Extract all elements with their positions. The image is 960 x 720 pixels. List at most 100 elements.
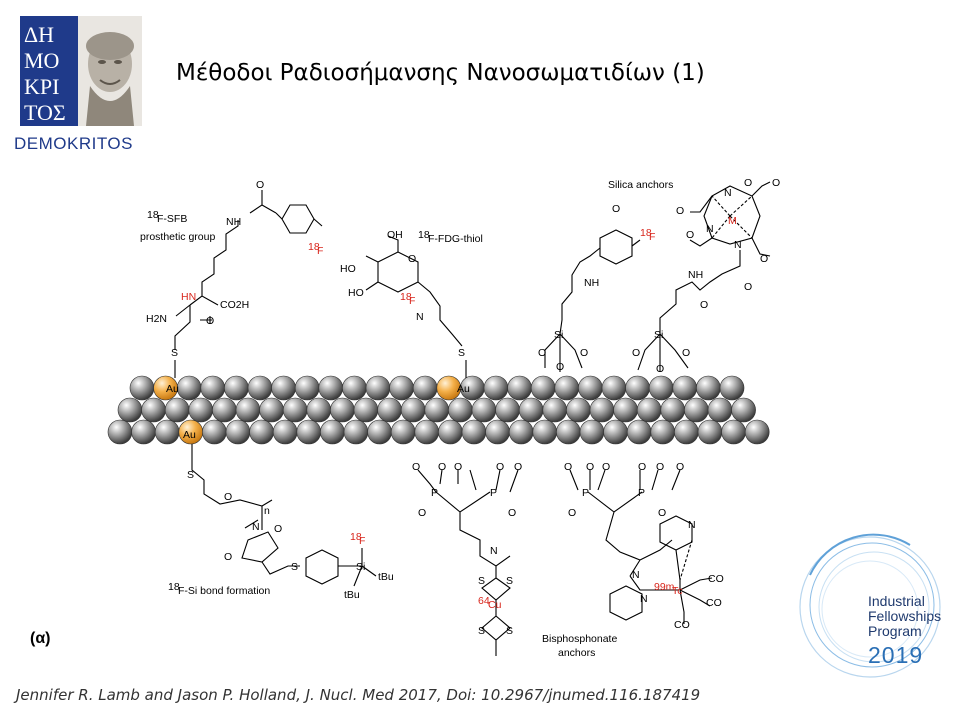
atom-n-pyr1: N	[688, 519, 696, 531]
label-sfb-sup: 18	[147, 209, 159, 221]
atom-o-si2a: O	[632, 347, 640, 359]
surface-atom-sphere	[247, 375, 273, 401]
surface-atom-sphere	[636, 397, 662, 423]
badge-line-1: Industrial	[868, 593, 925, 609]
label-sfb: F-SFB	[157, 213, 187, 225]
surface-atom-sphere	[212, 397, 237, 423]
surface-atom-sphere	[296, 419, 322, 445]
surface-atom-sphere	[414, 419, 440, 445]
surface-atom-sphere	[483, 375, 509, 401]
surface-atom-sphere	[674, 419, 699, 445]
atom-o-mac5: O	[760, 253, 768, 265]
badge-year: 2019	[868, 642, 924, 668]
surface-atom-sphere	[719, 375, 745, 401]
atom-s-sfb: S	[171, 347, 178, 359]
demokritos-logo: ΔΗ ΜΟ ΚΡΙ ΤΟΣ DEMOKRITOS	[14, 16, 146, 156]
badge-line-2: Fellowships	[868, 608, 942, 624]
surface-atom-sphere	[129, 375, 155, 401]
surface-atom-sphere	[306, 397, 332, 423]
atom-ho-fdg2: HO	[348, 287, 364, 299]
atom-p-1: P	[431, 487, 438, 499]
surface-atom-sphere	[660, 397, 686, 423]
scheme-labels: 18 F-SFB prosthetic group NH O 18 F HN C…	[140, 177, 780, 659]
surface-atom-sphere	[200, 375, 226, 401]
atom-n-bp: N	[490, 545, 498, 557]
atom-o-bpr2: O	[586, 461, 594, 473]
surface-atom-sphere	[532, 419, 558, 445]
atom-f-sup-sfb: 18	[308, 241, 320, 253]
badge-text: Industrial Fellowships Program	[868, 594, 958, 639]
surface-atom-sphere	[603, 419, 628, 445]
surface-atom-sphere	[389, 375, 414, 401]
surface-atom-sphere	[107, 419, 133, 445]
badge-line-3: Program	[868, 623, 922, 639]
atom-o-mac2: O	[772, 177, 780, 189]
atom-s-aryl: S	[291, 561, 298, 573]
surface-atom-sphere	[579, 419, 605, 445]
surface-atom-sphere	[461, 419, 487, 445]
atom-f-fdg: F	[409, 295, 415, 307]
svg-text:ΔΗ: ΔΗ	[24, 22, 54, 47]
atom-f-sil: F	[649, 231, 655, 243]
surface-atom-sphere	[448, 397, 473, 423]
atom-si-1: Si	[554, 329, 563, 341]
surface-atom-sphere	[117, 397, 143, 423]
atom-s-cu3: S	[478, 625, 485, 637]
surface-atom-sphere	[744, 419, 770, 445]
label-bisphos2: anchors	[558, 647, 595, 659]
surface-atom-sphere	[235, 397, 261, 423]
atom-s-cu4: S	[506, 625, 513, 637]
atom-n-fdg: N	[416, 311, 424, 323]
atom-o-amide: O	[206, 315, 214, 327]
atom-o-bpr1: O	[564, 461, 572, 473]
label-si-bond: F-Si bond formation	[178, 585, 270, 597]
atom-n-mac1: N	[724, 187, 732, 199]
page-title: Μέθοδοι Ραδιοσήμανσης Νανοσωματιδίων (1)	[176, 60, 705, 86]
atom-h2n: H2N	[146, 313, 167, 325]
surface-atom-sphere	[731, 397, 756, 423]
atom-n-sub: n	[264, 505, 270, 517]
surface-atom-sphere	[377, 397, 402, 423]
logo-emblem-icon: ΔΗ ΜΟ ΚΡΙ ΤΟΣ	[20, 16, 142, 126]
surface-atom-sphere	[188, 397, 214, 423]
surface-atom-sphere	[554, 375, 580, 401]
label-bisphos1: Bisphosphonate	[542, 633, 617, 645]
atom-n-succ: N	[252, 521, 260, 533]
atom-o-si1b: O	[556, 361, 564, 373]
atom-p-4: P	[638, 487, 645, 499]
surface-atom-sphere	[249, 419, 274, 445]
atom-o-bpr7: O	[568, 507, 576, 519]
atom-o-bp5: O	[514, 461, 522, 473]
surface-atom-sphere	[485, 419, 510, 445]
atom-o-bp6: O	[418, 507, 426, 519]
atom-nh-sil2: NH	[688, 269, 703, 281]
surface-atom-sphere	[412, 375, 438, 401]
surface-atom-sphere	[507, 375, 532, 401]
surface-atom-sphere	[707, 397, 733, 423]
atom-o-bpr3: O	[602, 461, 610, 473]
atom-o-si2c: O	[682, 347, 690, 359]
atom-n-mac3: N	[734, 239, 742, 251]
atom-s-cu1: S	[478, 575, 485, 587]
atom-o-mac4: O	[686, 229, 694, 241]
atom-o-sfb: O	[256, 179, 264, 191]
atom-co-3: CO	[674, 619, 690, 631]
label-silica: Silica anchors	[608, 179, 673, 191]
surface-atom-sphere	[566, 397, 591, 423]
atom-o-si2b: O	[656, 363, 664, 375]
atom-tc: Tc	[672, 585, 683, 597]
atom-o-peg: O	[224, 491, 232, 503]
atom-cu: Cu	[488, 599, 502, 611]
atom-m: M	[728, 215, 737, 227]
atom-o-bp3: O	[454, 461, 462, 473]
atom-f-sup-si: 18	[350, 531, 362, 543]
atom-o-sil2: O	[700, 299, 708, 311]
surface-atom-sphere	[400, 397, 426, 423]
surface-atom-sphere	[343, 419, 369, 445]
industrial-fellowships-badge-icon	[799, 533, 941, 678]
atom-p-3: P	[582, 487, 589, 499]
atom-co-1: CO	[708, 573, 724, 585]
atom-o-bpr6: O	[676, 461, 684, 473]
surface-atom-sphere	[684, 397, 709, 423]
atom-o-bp1: O	[412, 461, 420, 473]
